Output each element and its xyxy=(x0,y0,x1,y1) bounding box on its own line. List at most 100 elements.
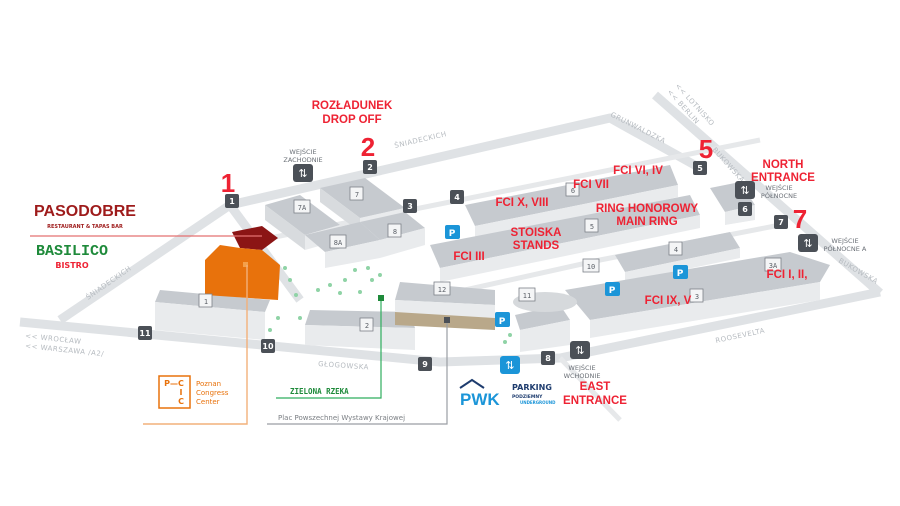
drop-off-label-en: DROP OFF xyxy=(322,114,381,126)
zone-fci-vi-iv: FCI VI, IV xyxy=(613,165,663,177)
svg-text:PWK: PWK xyxy=(460,390,500,409)
svg-text:⇅: ⇅ xyxy=(740,184,749,197)
zone-stoiska: STOISKA xyxy=(511,227,562,239)
entrance-arrows-icon: ⇅ ⇅ ⇅ ⇅ ⇅ xyxy=(293,164,818,374)
svg-text:5: 5 xyxy=(590,223,594,231)
svg-text:8: 8 xyxy=(393,228,397,236)
svg-text:3: 3 xyxy=(695,293,699,301)
svg-text:BISTRO: BISTRO xyxy=(55,261,88,270)
svg-text:3: 3 xyxy=(407,202,413,211)
plac-line xyxy=(267,320,448,425)
svg-text:5: 5 xyxy=(697,164,703,173)
svg-text:10: 10 xyxy=(587,263,595,271)
street-glogowska: GŁOGOWSKA xyxy=(318,360,369,372)
north-entrance-label-2: PÓŁNOCNE xyxy=(761,191,797,200)
svg-text:PARKING: PARKING xyxy=(512,383,552,392)
zone-fci-i-ii: FCI I, II, xyxy=(767,269,808,281)
svg-text:10: 10 xyxy=(262,342,274,351)
east-entrance-title: EAST xyxy=(580,381,611,393)
hall-8: 8 xyxy=(387,223,402,238)
hall-8a: 8A xyxy=(329,234,347,249)
svg-text:UNDERGROUND: UNDERGROUND xyxy=(520,400,556,405)
east-entrance-label: WEJŚCIE xyxy=(568,363,595,372)
gate-marker-11: 11 xyxy=(138,326,152,340)
svg-text:P—C: P—C xyxy=(164,379,184,388)
pwk-parking-logo: PWK PARKING PODZIEMNY UNDERGROUND xyxy=(459,378,556,409)
svg-text:P: P xyxy=(609,286,616,296)
svg-text:RESTAURANT & TAPAS BAR: RESTAURANT & TAPAS BAR xyxy=(47,224,123,230)
pasodobre-logo: PASODOBRE RESTAURANT & TAPAS BAR xyxy=(34,203,136,230)
zone-main-ring: MAIN RING xyxy=(616,216,677,228)
svg-text:I: I xyxy=(180,388,183,397)
svg-text:P: P xyxy=(499,317,506,327)
svg-text:C: C xyxy=(178,397,184,406)
svg-text:PODZIEMNY: PODZIEMNY xyxy=(512,394,543,400)
zielona-line xyxy=(276,298,382,399)
parking-icon: P xyxy=(673,265,688,279)
east-entrance-title-2: ENTRANCE xyxy=(563,395,627,407)
svg-text:7: 7 xyxy=(355,191,359,199)
street-warszawa: << WARSZAWA /A2/ xyxy=(25,342,105,358)
zone-stands: STANDS xyxy=(513,240,560,252)
svg-text:⇅: ⇅ xyxy=(505,359,514,372)
svg-text:6: 6 xyxy=(571,187,575,195)
svg-text:6: 6 xyxy=(742,205,748,214)
street-bukowska-2: BUKOWSKA xyxy=(837,257,879,286)
gate-marker-2: 2 xyxy=(363,160,377,174)
hall-6: 6 xyxy=(565,182,580,197)
gate-marker-1: 1 xyxy=(225,194,239,208)
svg-text:1: 1 xyxy=(204,298,208,306)
pcic-logo: P—C I C Poznan Congress Center xyxy=(158,375,229,409)
north-entrance-title-2: ENTRANCE xyxy=(751,172,815,184)
hall-7: 7 xyxy=(349,186,364,201)
svg-text:3A: 3A xyxy=(769,262,778,270)
svg-text:⇅: ⇅ xyxy=(803,237,812,250)
gate-number-1: 1 xyxy=(221,168,235,198)
hall-3: 3 xyxy=(689,288,704,303)
gate-marker-8: 8 xyxy=(541,351,555,365)
hall-12: 12 xyxy=(433,281,451,296)
green-area xyxy=(268,266,512,344)
street-sniadeckich-top: ŚNIADECKICH xyxy=(393,129,447,150)
hall-7a: 7A xyxy=(293,199,311,214)
hall-1: 1 xyxy=(198,293,213,308)
svg-text:4: 4 xyxy=(454,193,460,202)
hall-4: 4 xyxy=(668,241,683,256)
basilico-logo: BASILICO BISTRO xyxy=(36,243,108,270)
plac-marker xyxy=(444,317,450,323)
zielona-rzeka-label: ZIELONA RZEKA xyxy=(290,387,349,396)
svg-text:7A: 7A xyxy=(298,204,307,212)
west-entrance-label-2: ZACHODNIE xyxy=(283,156,322,164)
zielona-marker xyxy=(378,295,384,301)
svg-text:8A: 8A xyxy=(334,239,343,247)
gate-number-7: 7 xyxy=(793,204,807,234)
west-entrance-label: WEJŚCIE xyxy=(289,147,316,156)
hall-11: 11 xyxy=(518,287,536,302)
north-entrance-title: NORTH xyxy=(763,159,804,171)
svg-text:9: 9 xyxy=(422,360,428,369)
parking-icon: P xyxy=(605,282,620,296)
plac-label: Plac Powszechnej Wystawy Krajowej xyxy=(278,414,405,422)
zone-ring-honorowy: RING HONOROWY xyxy=(596,203,699,215)
north-entrance-label: WEJŚCIE xyxy=(765,183,792,192)
gate-marker-5: 5 xyxy=(693,161,707,175)
svg-text:12: 12 xyxy=(438,286,446,294)
svg-text:BASILICO: BASILICO xyxy=(36,243,108,260)
svg-text:2: 2 xyxy=(367,163,373,172)
street-roosevelta: ROOSEVELTA xyxy=(715,327,766,345)
pcic-line xyxy=(143,265,248,425)
hall-3a: 3A xyxy=(764,257,782,272)
svg-text:Congress: Congress xyxy=(196,389,229,397)
svg-text:11: 11 xyxy=(523,292,531,300)
hall-2: 2 xyxy=(359,317,374,332)
svg-text:8: 8 xyxy=(545,354,551,363)
svg-text:P: P xyxy=(449,229,456,239)
gate-number-2: 2 xyxy=(361,132,375,162)
svg-text:2: 2 xyxy=(365,322,369,330)
congress-center-building xyxy=(205,226,280,300)
parking-icon: P xyxy=(445,225,460,239)
hall-10: 10 xyxy=(582,258,600,273)
gate-marker-3: 3 xyxy=(403,199,417,213)
north-entrance-a-label: WEJŚCIE xyxy=(831,236,858,245)
gate-marker-6: 6 xyxy=(738,202,752,216)
